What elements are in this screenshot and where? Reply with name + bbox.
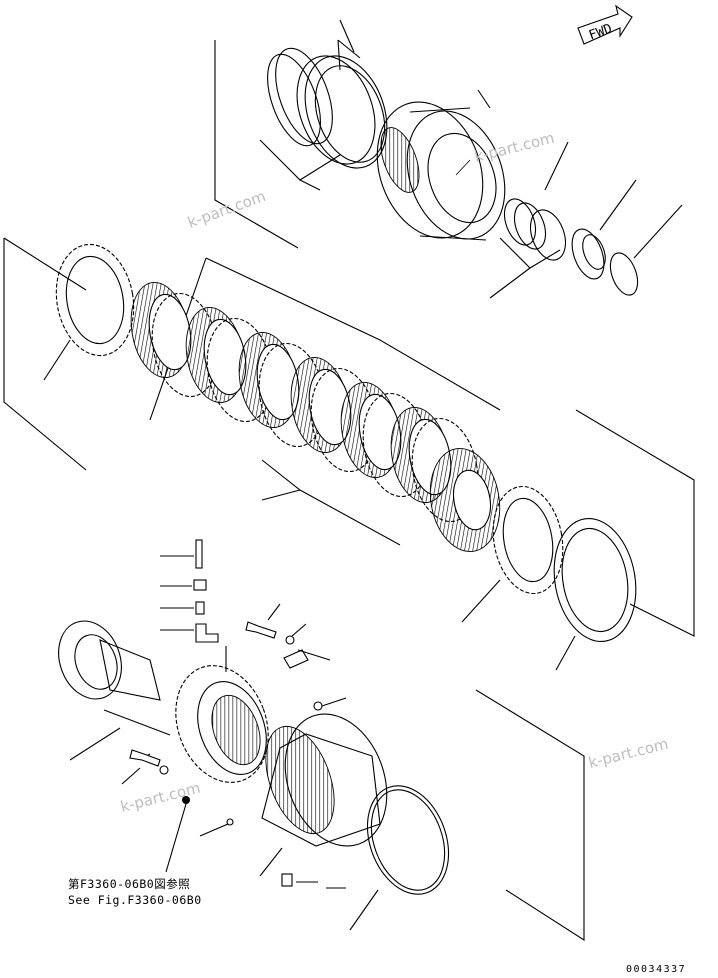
bearing xyxy=(571,179,637,280)
thrust-washer xyxy=(553,517,637,671)
o-ring xyxy=(349,785,450,931)
washer xyxy=(285,635,295,645)
snap-ring xyxy=(609,204,683,296)
brake-housing xyxy=(199,697,388,889)
reference-note-en: See Fig.F3360-06B0 xyxy=(68,893,202,907)
end-clutch-plate xyxy=(461,485,564,623)
fwd-direction-marker: FWD xyxy=(577,4,633,45)
output-shaft xyxy=(58,620,171,761)
reference-note-jp: 第F3360-06B0図参照 xyxy=(68,877,190,891)
housing-bracket xyxy=(475,689,585,942)
grease-fitting xyxy=(182,796,190,804)
small-ring-group xyxy=(489,141,569,299)
carrier-hub xyxy=(376,89,506,241)
clutch-plate-stack xyxy=(43,243,501,552)
arrow-right-icon xyxy=(577,4,633,45)
bolt xyxy=(313,701,323,711)
watermark: k-part.com xyxy=(587,735,671,772)
nut xyxy=(193,579,207,591)
plug xyxy=(195,601,205,615)
bearing-carrier xyxy=(121,646,269,873)
seal-ring-group xyxy=(214,19,388,249)
watermark: k-part.com xyxy=(185,187,268,232)
hardware-leaders xyxy=(160,539,331,669)
watermark: k-part.com xyxy=(119,779,203,816)
nut xyxy=(159,765,169,775)
elbow-fitting xyxy=(195,623,219,643)
bolt xyxy=(129,749,161,767)
plug xyxy=(226,818,234,826)
pin xyxy=(195,539,203,569)
drawing-code: 00034337 xyxy=(626,964,686,975)
clutch-pack-bracket xyxy=(3,237,695,637)
bolt xyxy=(245,621,277,639)
bracket-clip xyxy=(283,649,309,669)
drain-plug xyxy=(281,873,293,887)
